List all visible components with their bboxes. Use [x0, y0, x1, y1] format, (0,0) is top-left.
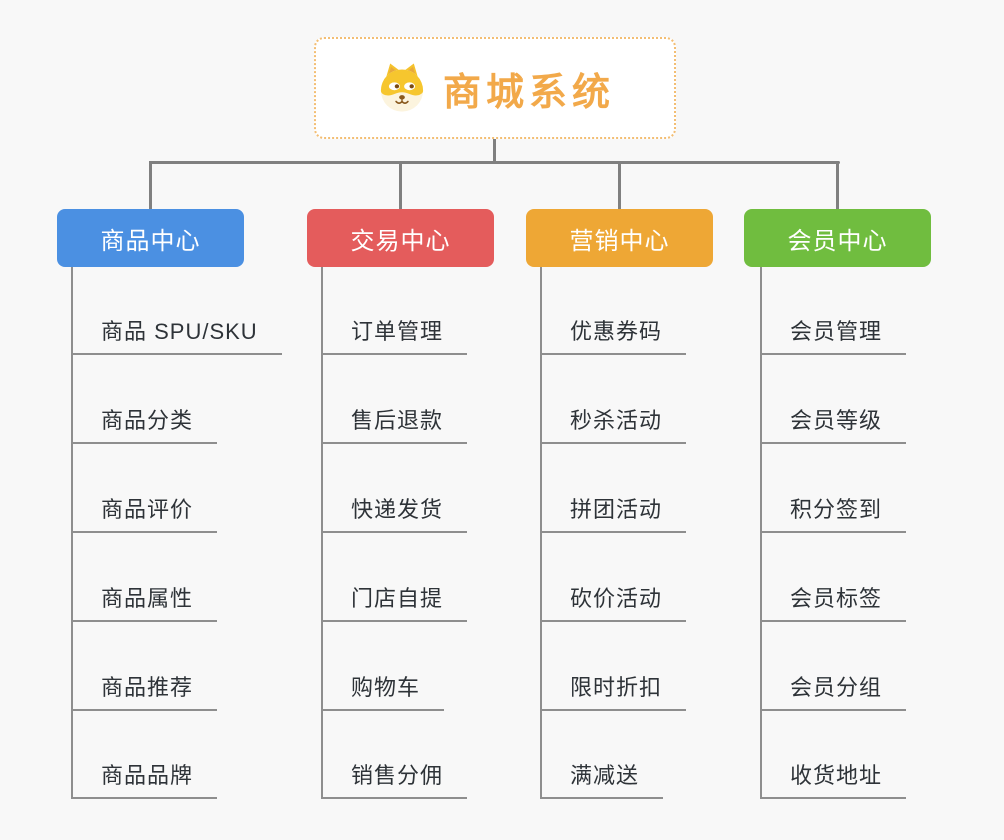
leaf-topic[interactable]: 砍价活动	[540, 584, 687, 622]
leaf-topic[interactable]: 商品分类	[71, 406, 218, 444]
root-topic[interactable]: 商城系统	[314, 37, 676, 139]
leaf-topic[interactable]: 收货地址	[760, 761, 907, 799]
branch-topic-marketing-center[interactable]: 营销中心	[526, 209, 713, 267]
connector-root-stem	[493, 139, 496, 163]
leaf-topic[interactable]: 会员等级	[760, 406, 907, 444]
leaf-topic[interactable]: 会员标签	[760, 584, 907, 622]
leaf-topic[interactable]: 销售分佣	[321, 761, 468, 799]
leaf-topic[interactable]: 会员分组	[760, 673, 907, 711]
leaf-topic[interactable]: 会员管理	[760, 317, 907, 355]
leaf-topic[interactable]: 秒杀活动	[540, 406, 687, 444]
leaf-topic[interactable]: 订单管理	[321, 317, 468, 355]
leaf-topic[interactable]: 优惠券码	[540, 317, 687, 355]
branch-column-product-center: 商品 SPU/SKU 商品分类 商品评价 商品属性 商品推荐 商品品牌	[71, 267, 301, 800]
dog-icon	[380, 63, 424, 112]
branch-column-marketing-center: 优惠券码 秒杀活动 拼团活动 砍价活动 限时折扣 满减送	[540, 267, 770, 800]
branch-column-member-center: 会员管理 会员等级 积分签到 会员标签 会员分组 收货地址	[760, 267, 990, 800]
connector-trunk	[321, 267, 323, 799]
leaf-topic[interactable]: 售后退款	[321, 406, 468, 444]
connector-drop-1	[149, 161, 152, 210]
branch-topic-trade-center[interactable]: 交易中心	[307, 209, 494, 267]
leaf-topic[interactable]: 门店自提	[321, 584, 468, 622]
leaf-topic[interactable]: 购物车	[321, 673, 445, 711]
branch-column-trade-center: 订单管理 售后退款 快递发货 门店自提 购物车 销售分佣	[321, 267, 551, 800]
connector-rail	[149, 161, 840, 164]
branch-topic-member-center[interactable]: 会员中心	[744, 209, 931, 267]
connector-drop-3	[618, 161, 621, 210]
leaf-topic[interactable]: 商品评价	[71, 495, 218, 533]
connector-trunk	[71, 267, 73, 799]
connector-trunk	[760, 267, 762, 799]
leaf-topic[interactable]: 积分签到	[760, 495, 907, 533]
leaf-topic[interactable]: 拼团活动	[540, 495, 687, 533]
branch-topic-product-center[interactable]: 商品中心	[57, 209, 244, 267]
leaf-topic[interactable]: 限时折扣	[540, 673, 687, 711]
connector-drop-2	[399, 161, 402, 210]
connector-trunk	[540, 267, 542, 799]
leaf-topic[interactable]: 商品 SPU/SKU	[71, 317, 282, 355]
leaf-topic[interactable]: 商品品牌	[71, 761, 218, 799]
root-topic-label: 商城系统	[442, 71, 615, 114]
leaf-topic[interactable]: 商品推荐	[71, 673, 218, 711]
connector-drop-4	[836, 161, 839, 210]
leaf-topic[interactable]: 满减送	[540, 761, 664, 799]
leaf-topic[interactable]: 快递发货	[321, 495, 468, 533]
leaf-topic[interactable]: 商品属性	[71, 584, 218, 622]
